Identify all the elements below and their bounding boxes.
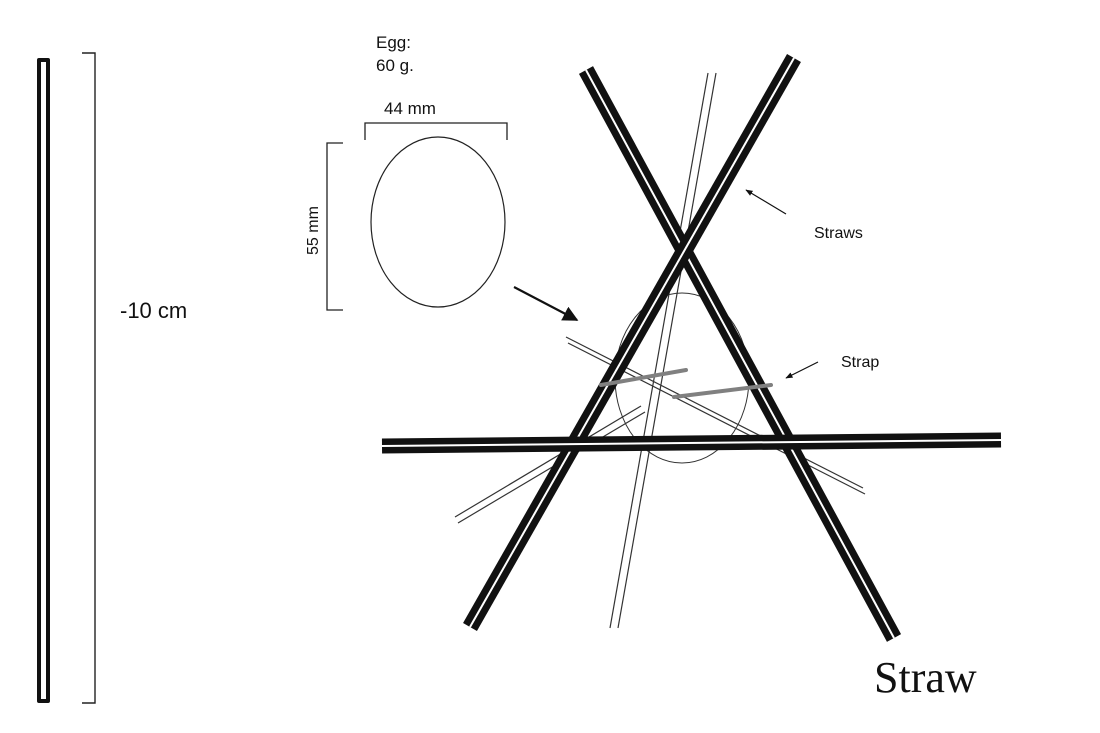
straws-arrow: [745, 189, 787, 215]
egg-mass-label: 60 g.: [376, 56, 414, 75]
egg-title-label: Egg:: [376, 33, 411, 52]
straw-caption: Straw: [874, 653, 977, 702]
straw-length-label: -10 cm: [120, 298, 187, 323]
egg-placement-arrow: [513, 286, 579, 321]
straps: [599, 368, 773, 399]
egg-height-bracket: [326, 142, 343, 311]
length-bracket: [82, 52, 96, 704]
egg-shape: [370, 136, 506, 308]
thin-straws: [454, 72, 866, 629]
strap-label: Strap: [841, 354, 879, 371]
single-straw: [37, 58, 50, 703]
strap-arrow: [785, 361, 819, 379]
egg-width-bracket: [364, 122, 508, 140]
straws-label: Straws: [814, 225, 863, 242]
egg-height-label: 55 mm: [305, 206, 322, 255]
egg-width-label: 44 mm: [384, 99, 436, 118]
thick-straws: [381, 54, 1002, 642]
